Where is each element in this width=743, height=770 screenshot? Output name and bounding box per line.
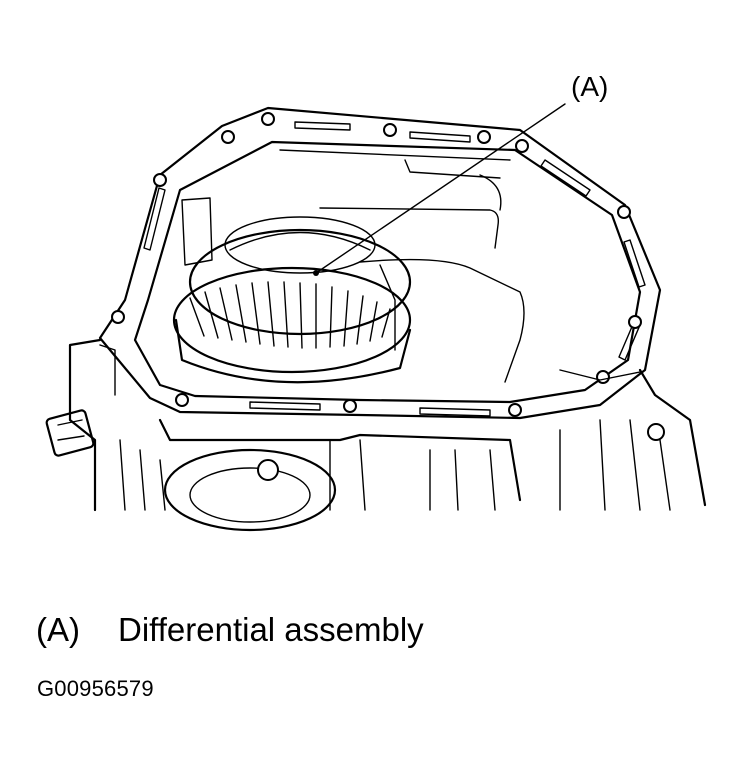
flange-slots: [143, 121, 646, 417]
legend-entry: (A) Differential assembly: [36, 608, 424, 652]
legend-key: (A): [36, 611, 80, 648]
flange-bolt-holes: [111, 112, 642, 417]
housing-drawing: [45, 103, 707, 532]
differential-housing-illustration: (A): [45, 71, 707, 532]
legend-description: Differential assembly: [118, 611, 424, 648]
drain-plug: [45, 344, 116, 457]
gasket-flange-inner: [133, 140, 642, 404]
figure-id: G00956579: [37, 676, 154, 701]
callout-a-label: (A): [571, 71, 609, 102]
transmission-case: [68, 338, 707, 532]
callout-a-leader: [313, 103, 566, 276]
housing-interior: [181, 149, 525, 383]
ring-gear-teeth: [189, 281, 391, 349]
differential-assembly: [172, 216, 412, 384]
